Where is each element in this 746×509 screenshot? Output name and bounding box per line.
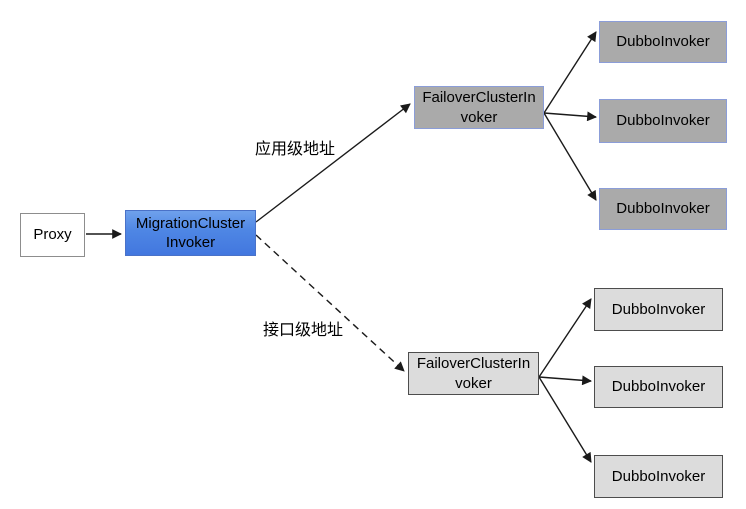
dubbo-invoker-app-node-2: DubboInvoker — [599, 99, 727, 143]
migration-node-label-line2: Invoker — [165, 234, 216, 251]
interface-level-address-label: 接口级地址 — [263, 322, 344, 339]
dubbo-invoker-app-node-1: DubboInvoker — [599, 21, 727, 63]
dubbo-invoker-app-node-3: DubboInvoker — [599, 188, 727, 230]
dubbo-invoker-app-label-1: DubboInvoker — [616, 33, 710, 51]
failover-cluster-invoker-interface-node: FailoverClusterIn voker — [408, 352, 539, 395]
failover-app-label-line1: FailoverClusterIn — [422, 89, 536, 106]
dubbo-invoker-interface-label-2: DubboInvoker — [611, 378, 706, 396]
failover-interface-label-line2: voker — [455, 374, 492, 392]
dubbo-invoker-interface-node-3: DubboInvoker — [594, 455, 723, 498]
failover-interface-label-line1: FailoverClusterIn — [416, 355, 531, 372]
dubbo-invoker-app-label-3: DubboInvoker — [616, 200, 710, 218]
dubbo-invoker-app-label-2: DubboInvoker — [616, 112, 710, 130]
migration-cluster-invoker-node: MigrationCluster Invoker — [125, 210, 256, 256]
proxy-node: Proxy — [20, 213, 85, 257]
edge-failover-app-to-dubbo-1 — [543, 31, 597, 114]
edge-failover-interface-to-dubbo-3 — [538, 376, 592, 463]
edge-failover-app-to-dubbo-2 — [543, 111, 597, 122]
edge-migration-to-failover-app — [255, 103, 411, 223]
dubbo-invoker-interface-node-2: DubboInvoker — [594, 366, 723, 408]
application-level-address-label: 应用级地址 — [255, 141, 336, 158]
edge-failover-app-to-dubbo-3 — [543, 112, 597, 201]
dubbo-invoker-interface-label-3: DubboInvoker — [611, 467, 706, 485]
edge-failover-interface-to-dubbo-2 — [538, 375, 592, 386]
edge-failover-interface-to-dubbo-1 — [538, 298, 592, 378]
failover-cluster-invoker-app-node: FailoverClusterIn voker — [414, 86, 544, 129]
dubbo-invoker-interface-label-1: DubboInvoker — [611, 300, 706, 318]
proxy-node-label: Proxy — [33, 226, 72, 244]
edge-migration-to-failover-interface — [255, 234, 405, 372]
failover-app-label-line2: voker — [460, 108, 498, 126]
dubbo-invoker-interface-node-1: DubboInvoker — [594, 288, 723, 331]
migration-node-label-line1: MigrationCluster — [135, 214, 246, 232]
